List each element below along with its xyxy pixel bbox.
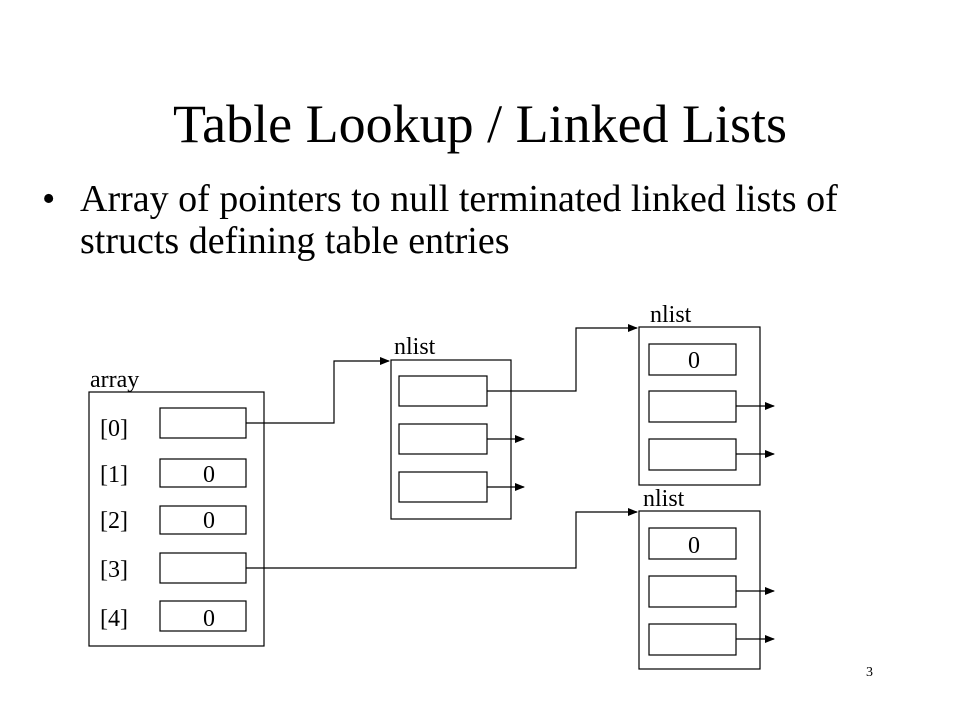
array-cell-0 — [159, 407, 247, 439]
nlist-b-field-2 — [648, 390, 737, 423]
slide-title: Table Lookup / Linked Lists — [172, 94, 788, 154]
array-cell-1 — [159, 458, 247, 488]
array-box — [88, 391, 265, 647]
nlist-c-label: nlist — [643, 486, 685, 512]
array-index-1: [1] — [100, 462, 128, 488]
nlist-b-field-1 — [648, 343, 737, 376]
array-cell-3 — [159, 552, 247, 584]
nlist-c-field-1 — [648, 527, 737, 560]
nlist-c-box — [638, 510, 761, 670]
nlist-b-label: nlist — [650, 302, 692, 328]
array-index-0: [0] — [100, 416, 128, 442]
nlist-c-first-value: 0 — [688, 533, 700, 559]
array-index-4: [4] — [100, 606, 128, 632]
nlist-c-field-2 — [648, 575, 737, 608]
array-index-2: [2] — [100, 508, 128, 534]
nlist-a-label: nlist — [394, 334, 436, 360]
array-cell-value-4: 0 — [203, 606, 215, 632]
pointer-array3-to-nlist-c — [246, 508, 638, 569]
array-cell-value-1: 0 — [203, 462, 215, 488]
array-cell-2 — [159, 505, 247, 535]
pointer-nlist-a-to-nlist-b — [487, 324, 638, 392]
page-number: 3 — [866, 665, 873, 680]
bullet-marker: • — [42, 178, 56, 220]
nlist-c-field-3 — [648, 623, 737, 656]
array-label: array — [90, 367, 139, 393]
nlist-a-field-2 — [398, 423, 488, 455]
array-cell-4 — [159, 600, 247, 632]
bullet-text: Array of pointers to null terminated lin… — [80, 178, 838, 262]
pointer-array0-to-nlist-a — [246, 357, 390, 424]
array-cell-value-2: 0 — [203, 508, 215, 534]
nlist-a-field-3 — [398, 471, 488, 503]
array-index-3: [3] — [100, 557, 128, 583]
nlist-b-field-3 — [648, 438, 737, 471]
nlist-b-first-value: 0 — [688, 348, 700, 374]
nlist-a-field-1 — [398, 375, 488, 407]
